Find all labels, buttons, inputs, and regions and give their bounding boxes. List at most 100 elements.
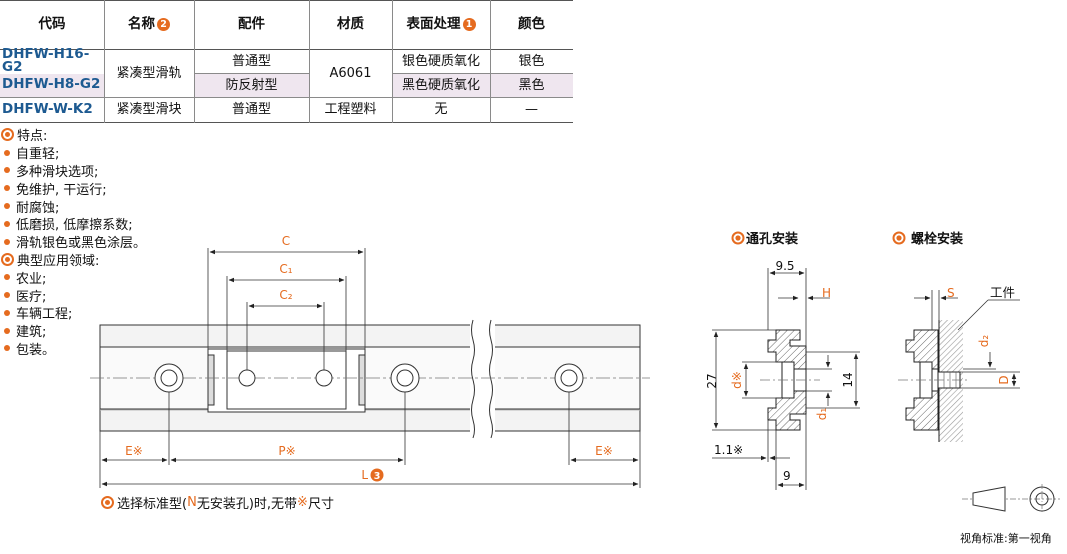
dim-c1-label: C₁: [279, 262, 292, 276]
list-item: 包装。: [0, 340, 210, 358]
workpiece-label: 工件: [990, 285, 1015, 300]
target-icon: [1, 252, 14, 266]
dim-l-label: L: [361, 468, 368, 482]
features-title-text: 特点:: [17, 129, 48, 145]
dim-9-5: 9.5: [775, 259, 794, 273]
badge: 1: [462, 18, 476, 31]
target-icon: [101, 496, 114, 509]
view-standard-label: 视角标准:第一视角: [960, 532, 1052, 545]
projection-symbol-icon: [962, 484, 1060, 514]
dim-e-label: E※: [125, 444, 143, 458]
row-surface: 银色硬质氧化: [401, 53, 480, 69]
dim-s-label: S: [947, 286, 955, 300]
slider-end: [207, 354, 215, 406]
dim-d-label: d※: [730, 371, 744, 389]
dim-d2-label: d₂: [977, 335, 991, 348]
row-parts: 普通型: [231, 53, 271, 69]
through-hole-section: 通孔安装 9.5 H 27 d※ 14 d₁: [705, 231, 860, 490]
bullet-icon: [4, 220, 10, 227]
list-item: 低磨损, 低摩擦系数;: [0, 215, 210, 233]
row-surface: 黑色硬质氧化: [401, 77, 480, 93]
mount-hole-inner: [560, 369, 578, 387]
row-surface: 无: [434, 102, 448, 117]
row-parts: 防反射型: [225, 77, 278, 93]
bullet-icon: [4, 292, 10, 299]
features-title: 特点:: [0, 126, 210, 144]
dim-9: 9: [783, 469, 791, 483]
slider-hole: [315, 369, 333, 387]
mount-hole-inner: [160, 369, 178, 387]
dim-c-label: C: [282, 234, 290, 248]
row-color: 黑色: [518, 77, 545, 93]
badge: 2: [157, 18, 170, 31]
list-item: 免维护, 干运行;: [0, 179, 210, 198]
row-name: 紧凑型滑块: [116, 102, 182, 117]
break-line: [489, 319, 493, 439]
badge-circle: [370, 468, 384, 482]
header-material: 材质: [337, 15, 364, 32]
bolt-mount-title: 螺栓安装: [911, 231, 963, 247]
list-item: 滑轨银色或黑色涂层。: [0, 233, 210, 251]
through-hole-title: 通孔安装: [746, 231, 798, 247]
bullet-icon: [4, 185, 10, 192]
dim-D-label: D: [997, 375, 1011, 384]
header-surface-label: 表面处理: [406, 15, 461, 32]
row-material: A6061: [329, 65, 372, 81]
header-color: 颜色: [518, 15, 545, 32]
applications-title-text: 典型应用领域:: [17, 253, 100, 269]
bullet-icon: [4, 309, 10, 316]
bullet-icon: [4, 167, 10, 174]
list-item: 建筑;: [0, 322, 210, 340]
list-item: 医疗;: [0, 286, 210, 305]
list-item: 耐腐蚀;: [0, 197, 210, 216]
dim-14: 14: [841, 372, 855, 387]
target-icon: [896, 235, 902, 241]
header-name-label: 名称: [128, 15, 155, 32]
bullet-icon: [4, 149, 10, 156]
row-code: DHFW-W-K2: [2, 100, 93, 117]
slider-hole: [238, 369, 256, 387]
mount-hole-inner: [396, 369, 414, 387]
dim-h-label: H: [822, 286, 831, 300]
merged-cell-bg: [309, 74, 392, 97]
bullet-icon: [4, 274, 10, 281]
row-code: DHFW-H16-G2: [2, 45, 90, 75]
dim-p-label: P※: [278, 444, 295, 458]
row-color: —: [525, 102, 538, 117]
header-code: 代码: [38, 15, 66, 32]
applications-title: 典型应用领域:: [0, 251, 210, 269]
slider-end: [358, 354, 366, 406]
bullet-icon: [4, 345, 10, 352]
row-parts: 普通型: [231, 102, 271, 117]
break-line: [471, 319, 475, 439]
dim-e2-label: E※: [595, 444, 613, 458]
bullet-icon: [4, 238, 10, 245]
target-icon: [735, 235, 741, 241]
rail-front-view: C C₁ C₂ E※ P※ E※ L 3: [90, 234, 650, 488]
target-icon: [1, 128, 14, 142]
merged-cell-bg: [104, 74, 194, 97]
dim-c2-label: C₂: [279, 288, 292, 302]
list-item: 车辆工程;: [0, 304, 210, 322]
header-parts: 配件: [238, 15, 265, 32]
row-name: 紧凑型滑轨: [116, 65, 182, 81]
dim-1-1: 1.1※: [714, 443, 743, 457]
row-color: 银色: [518, 53, 545, 69]
list-item: 自重轻;: [0, 144, 210, 162]
bullet-icon: [4, 327, 10, 334]
row-material: 工程塑料: [324, 102, 377, 117]
badge-number: 3: [374, 471, 381, 482]
row-code: DHFW-H8-G2: [2, 76, 101, 93]
list-item: 农业;: [0, 268, 210, 287]
dim-d1-label: d₁: [815, 408, 829, 421]
features-list: 特点: 自重轻; 多种滑块选项; 免维护, 干运行; 耐腐蚀; 低磨损, 低摩擦…: [0, 126, 210, 358]
bolt-mount-section: 螺栓安装 S 工件 d₂ D: [892, 231, 1020, 442]
list-item: 多种滑块选项;: [0, 162, 210, 180]
dim-27: 27: [705, 373, 719, 388]
bullet-icon: [4, 203, 10, 210]
